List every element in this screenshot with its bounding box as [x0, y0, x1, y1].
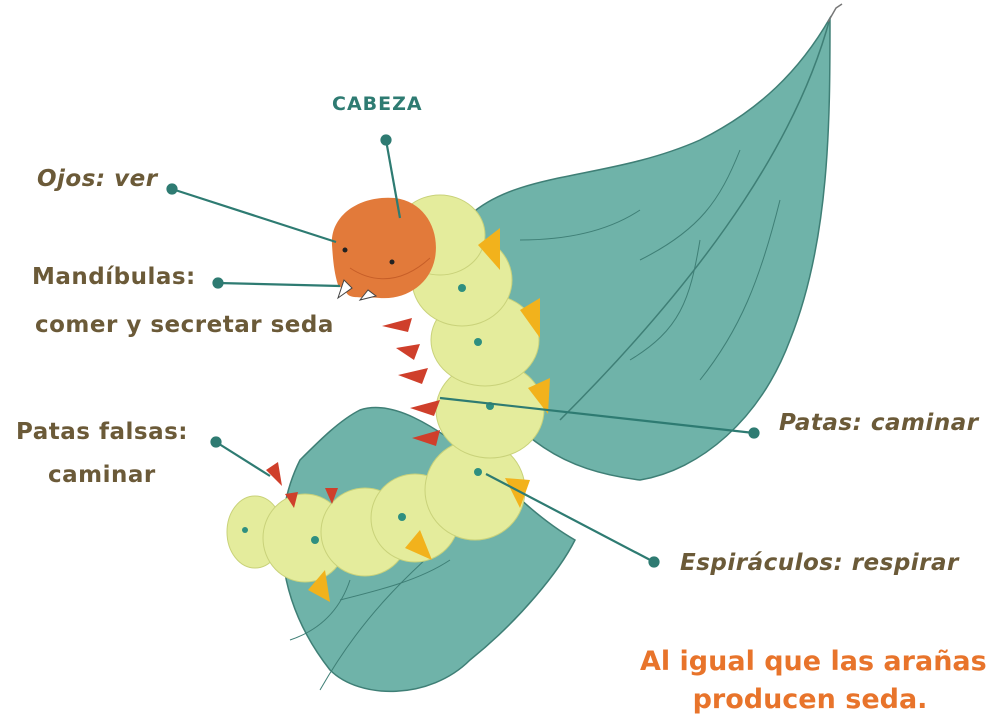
note-line-1: Al igual que las arañas	[640, 643, 980, 681]
leader-eyes	[172, 189, 336, 242]
label-legs: Patas: caminar	[779, 410, 979, 436]
dot-prolegs	[212, 438, 221, 447]
label-prolegs-function: caminar	[48, 462, 156, 488]
note-line-2: producen seda.	[640, 681, 980, 719]
leader-prolegs	[216, 442, 270, 476]
dot-mandibles	[214, 279, 223, 288]
label-head: CABEZA	[332, 93, 423, 115]
dot-eyes	[168, 185, 177, 194]
label-mandibles-function: comer y secretar seda	[35, 312, 334, 338]
dot-head	[382, 136, 391, 145]
note-silk: Al igual que las arañas producen seda.	[640, 643, 980, 719]
leader-mandibles	[218, 283, 340, 286]
dot-legs	[750, 429, 759, 438]
label-prolegs-title: Patas falsas:	[16, 419, 188, 445]
dot-spiracles	[650, 558, 659, 567]
label-mandibles-title: Mandíbulas:	[32, 264, 196, 290]
label-spiracles: Espiráculos: respirar	[680, 550, 959, 576]
label-eyes: Ojos: ver	[37, 166, 158, 192]
